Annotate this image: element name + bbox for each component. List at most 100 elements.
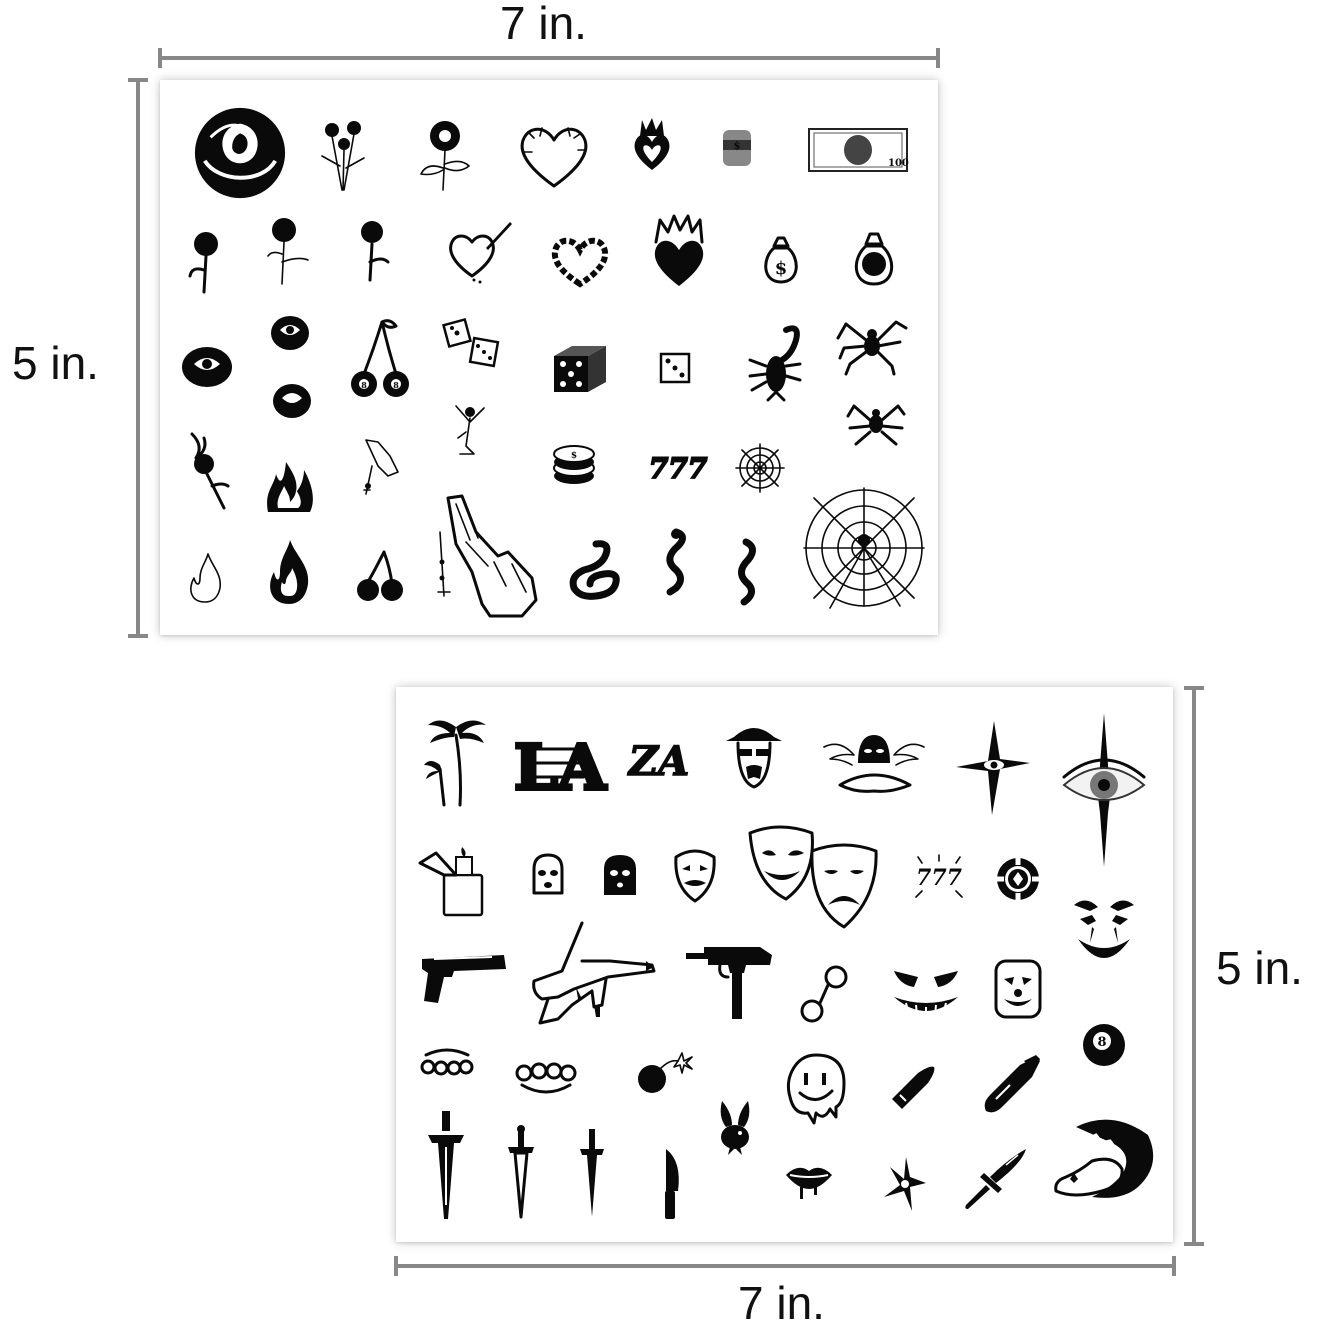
- eye-star-icon: [1060, 713, 1148, 867]
- svg-text:8: 8: [1097, 1035, 1106, 1050]
- shuriken-icon: [882, 1155, 928, 1213]
- die-icon: [658, 348, 694, 386]
- spider-2-icon: [846, 398, 906, 450]
- eight-ball-icon: 8: [1082, 1023, 1126, 1067]
- masked-angel-icon: [820, 729, 928, 795]
- poker-chip-icon: [996, 857, 1040, 901]
- sheet1-width-line: [160, 56, 938, 60]
- knife-icon: [660, 1147, 684, 1221]
- sheet2-width-line: [396, 1264, 1174, 1268]
- dagger-slim-icon: [578, 1127, 606, 1219]
- sheet1-height-label: 5 in.: [12, 337, 99, 389]
- svg-text:777: 777: [916, 865, 963, 891]
- spider-web-icon: [734, 442, 786, 494]
- angel-icon: [450, 402, 486, 458]
- cherries-icon: [356, 548, 404, 602]
- flaming-heart-icon: [632, 118, 672, 172]
- melting-smiley-icon: [784, 1051, 848, 1125]
- sheet2-height-cap-bottom: [1184, 1242, 1204, 1246]
- sheet2-width-cap-right: [1172, 1256, 1176, 1276]
- pistol-icon: [420, 949, 508, 1005]
- brass-knuckles-2-icon: [514, 1059, 578, 1099]
- rose-head-3-icon: [272, 382, 312, 420]
- svg-text:8: 8: [361, 380, 367, 390]
- sheet2-height-line: [1192, 688, 1196, 1244]
- flame-solid-icon: [266, 538, 312, 606]
- money-roll-icon: $: [720, 126, 754, 170]
- svg-text:LA: LA: [514, 731, 607, 804]
- burning-heart-icon: [650, 214, 708, 288]
- tattoo-sheet-1: $ 100 $ $: [160, 80, 938, 635]
- dollar-bill-icon: 100: [808, 128, 909, 172]
- bunny-head-icon: [714, 1099, 756, 1155]
- guy-fawkes-mask-icon: [672, 847, 718, 903]
- sheet1-height-cap-top: [128, 78, 148, 82]
- spider-icon: [836, 314, 908, 376]
- la-logo-icon: LA: [512, 719, 609, 806]
- combat-knife-icon: [962, 1147, 1028, 1211]
- sheet1-width-label: 7 in.: [500, 0, 587, 49]
- bomb-icon: [636, 1049, 694, 1095]
- chain-heart-icon: [548, 230, 612, 288]
- sheet1-width-cap-right: [936, 48, 940, 68]
- clown-face-icon: [994, 959, 1042, 1019]
- sheet2-height-label: 5 in.: [1216, 942, 1303, 994]
- snake-coiled-icon: [566, 538, 620, 600]
- rose-head-2-icon: [270, 314, 310, 352]
- rose-sketch-icon: [264, 216, 312, 286]
- four-point-star-eye-icon: [954, 721, 1032, 815]
- lighter-icon: [416, 845, 488, 919]
- money-bag-icon: $: [760, 234, 802, 286]
- dagger-icon: [506, 1125, 536, 1219]
- sheet2-width-cap-left: [394, 1256, 398, 1276]
- flame-outline-icon: [186, 552, 224, 604]
- lucky-777-sparkle-icon: 777: [912, 853, 966, 901]
- svg-text:$: $: [571, 451, 577, 461]
- brass-knuckles-icon: [420, 1047, 474, 1077]
- za-script-icon: ZA: [626, 731, 690, 789]
- scorpion-icon: [746, 320, 804, 404]
- dripping-lips-icon: [784, 1161, 834, 1203]
- praying-hands-rosary-icon: [356, 436, 402, 498]
- sheet2-height-cap-top: [1184, 686, 1204, 690]
- dice-pair-small-icon: [441, 317, 500, 368]
- rose-stem-2-icon: [356, 220, 390, 282]
- gangster-face-icon: [724, 719, 784, 791]
- svg-text:8: 8: [393, 380, 399, 390]
- demon-smile-icon: [890, 963, 962, 1019]
- handcuffs-icon: [800, 963, 850, 1025]
- joker-face-icon: [1068, 891, 1140, 969]
- barbed-wire-heart-icon: [516, 122, 592, 190]
- sheet1-width-cap-left: [158, 48, 162, 68]
- lucky-777-icon: 777: [648, 450, 709, 486]
- eight-ball-cherries-icon: 8 8: [350, 318, 410, 400]
- svg-text:$: $: [775, 258, 788, 279]
- finger-gun-hand-icon: [528, 919, 656, 1025]
- rose-bouquet-icon: [316, 116, 370, 196]
- tattoo-sheet-2: LA ZA: [396, 687, 1173, 1242]
- spider-web-large-icon: [800, 484, 928, 610]
- rose-large-icon: [188, 104, 292, 202]
- rose-stem-icon: [414, 118, 476, 192]
- svg-text:$: $: [868, 255, 881, 276]
- bullet-icon: [890, 1065, 936, 1109]
- flaming-rose-icon: [184, 430, 230, 510]
- sheet1-height-line: [136, 80, 140, 636]
- sheet1-height-cap-bottom: [128, 634, 148, 638]
- heart-dagger-icon: [444, 218, 514, 284]
- sheet2-width-label: 7 in.: [738, 1277, 825, 1329]
- uzi-icon: [684, 937, 774, 1021]
- mouth-tongue-icon: [1052, 1115, 1156, 1207]
- snake-2-icon: [728, 538, 762, 606]
- theater-masks-icon: [746, 825, 882, 933]
- rose-head-icon: [180, 344, 234, 390]
- dice-pair-icon: [552, 342, 608, 394]
- svg-text:777: 777: [649, 452, 708, 485]
- palm-trees-icon: [422, 715, 488, 807]
- flames-icon: [264, 452, 314, 514]
- aerial-bomb-icon: [980, 1053, 1042, 1117]
- svg-text:$: $: [734, 141, 741, 152]
- ski-mask-outline-icon: [530, 853, 566, 897]
- money-bag-2-icon: $: [850, 230, 898, 288]
- svg-text:ZA: ZA: [627, 738, 689, 785]
